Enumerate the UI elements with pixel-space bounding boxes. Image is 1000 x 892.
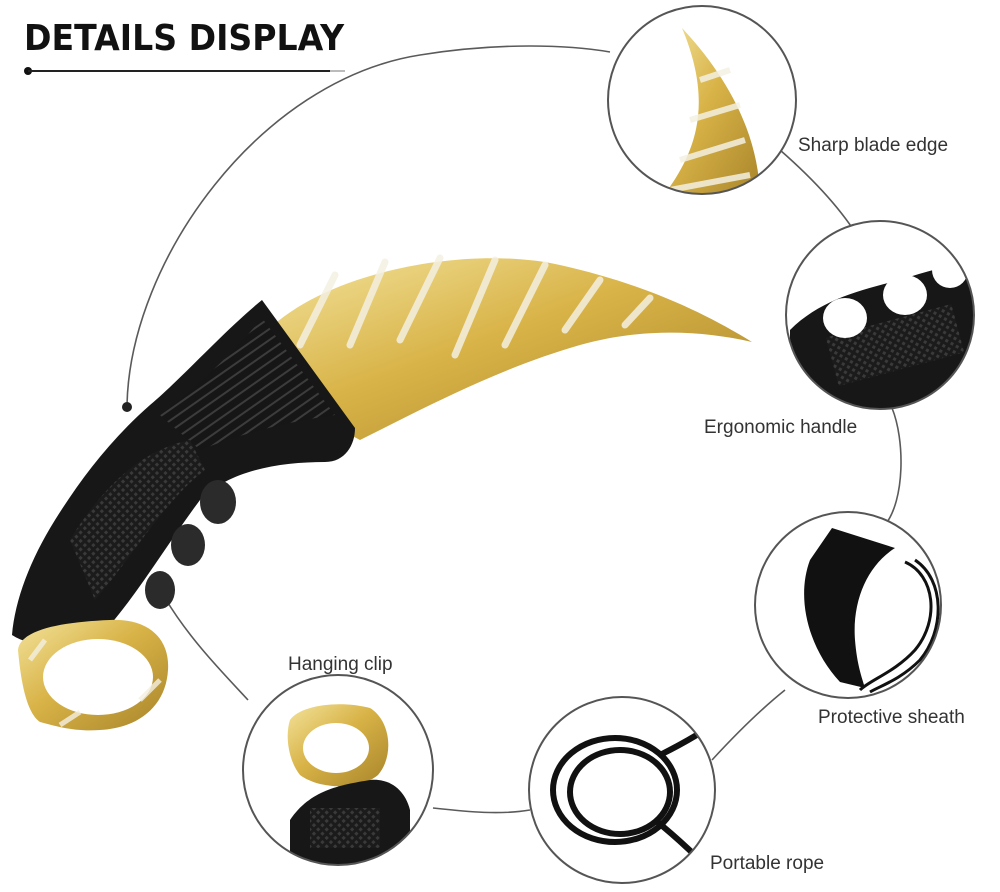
label-hanging-clip: Hanging clip (288, 654, 393, 675)
ring-detail (242, 674, 434, 866)
rope-detail (528, 696, 716, 884)
title-underline (24, 67, 345, 75)
label-protective-sheath: Protective sheath (818, 707, 965, 728)
page-title: DETAILS DISPLAY (24, 18, 345, 59)
karambit-knife-illustration (12, 254, 752, 731)
label-sharp-blade-edge: Sharp blade edge (798, 135, 949, 156)
handle-detail (785, 220, 975, 410)
label-portable-rope: Portable rope (710, 853, 825, 874)
label-ergonomic-handle: Ergonomic handle (704, 417, 858, 438)
blade-detail (607, 5, 797, 195)
connector-dot-top (122, 402, 132, 412)
sheath-detail (754, 511, 942, 699)
